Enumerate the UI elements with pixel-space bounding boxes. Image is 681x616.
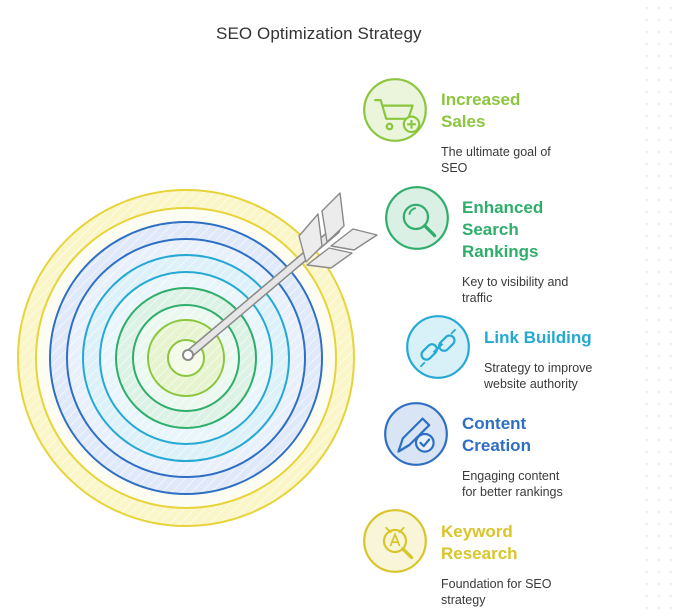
item-description-line: Strategy to improve xyxy=(484,361,593,375)
item-description-line: SEO xyxy=(441,161,468,175)
magnifier-icon xyxy=(385,186,449,250)
item-description: Key to visibility and traffic xyxy=(462,274,568,306)
item-description-line: traffic xyxy=(462,291,493,305)
item-title-line: Enhanced xyxy=(462,198,544,217)
diagram-title: SEO Optimization Strategy xyxy=(216,24,422,43)
item-title-line: Keyword xyxy=(441,522,513,541)
item-description-line: strategy xyxy=(441,593,486,607)
item-title-line: Increased xyxy=(441,90,521,109)
item-description-line: website authority xyxy=(484,377,578,391)
item-title-line: Sales xyxy=(441,112,486,131)
item-description: Strategy to improve website authority xyxy=(484,360,592,392)
chain-link-icon xyxy=(406,315,470,379)
item-description-line: The ultimate goal of xyxy=(441,145,551,159)
item-description-line: Key to visibility and xyxy=(462,275,569,289)
pen-check-icon xyxy=(384,402,448,466)
item-description: Foundation for SEO strategy xyxy=(441,576,551,608)
search-keyword-icon xyxy=(363,509,427,573)
item-title-line: Rankings xyxy=(462,242,539,261)
dotted-edge-decoration xyxy=(645,6,673,610)
item-title: Link Building xyxy=(484,327,592,349)
item-description: Engaging content for better rankings xyxy=(462,468,563,500)
item-title-line: Creation xyxy=(462,436,531,455)
item-description-line: Engaging content xyxy=(462,469,560,483)
shopping-cart-icon xyxy=(363,78,427,142)
item-title-line: Search xyxy=(462,220,519,239)
item-title-line: Content xyxy=(462,414,527,433)
arrow xyxy=(182,192,378,361)
item-description-line: Foundation for SEO xyxy=(441,577,552,591)
item-title-line: Link Building xyxy=(484,328,592,347)
item-title-line: Research xyxy=(441,544,518,563)
item-description-line: for better rankings xyxy=(462,485,563,499)
item-description: The ultimate goal of SEO xyxy=(441,144,551,176)
